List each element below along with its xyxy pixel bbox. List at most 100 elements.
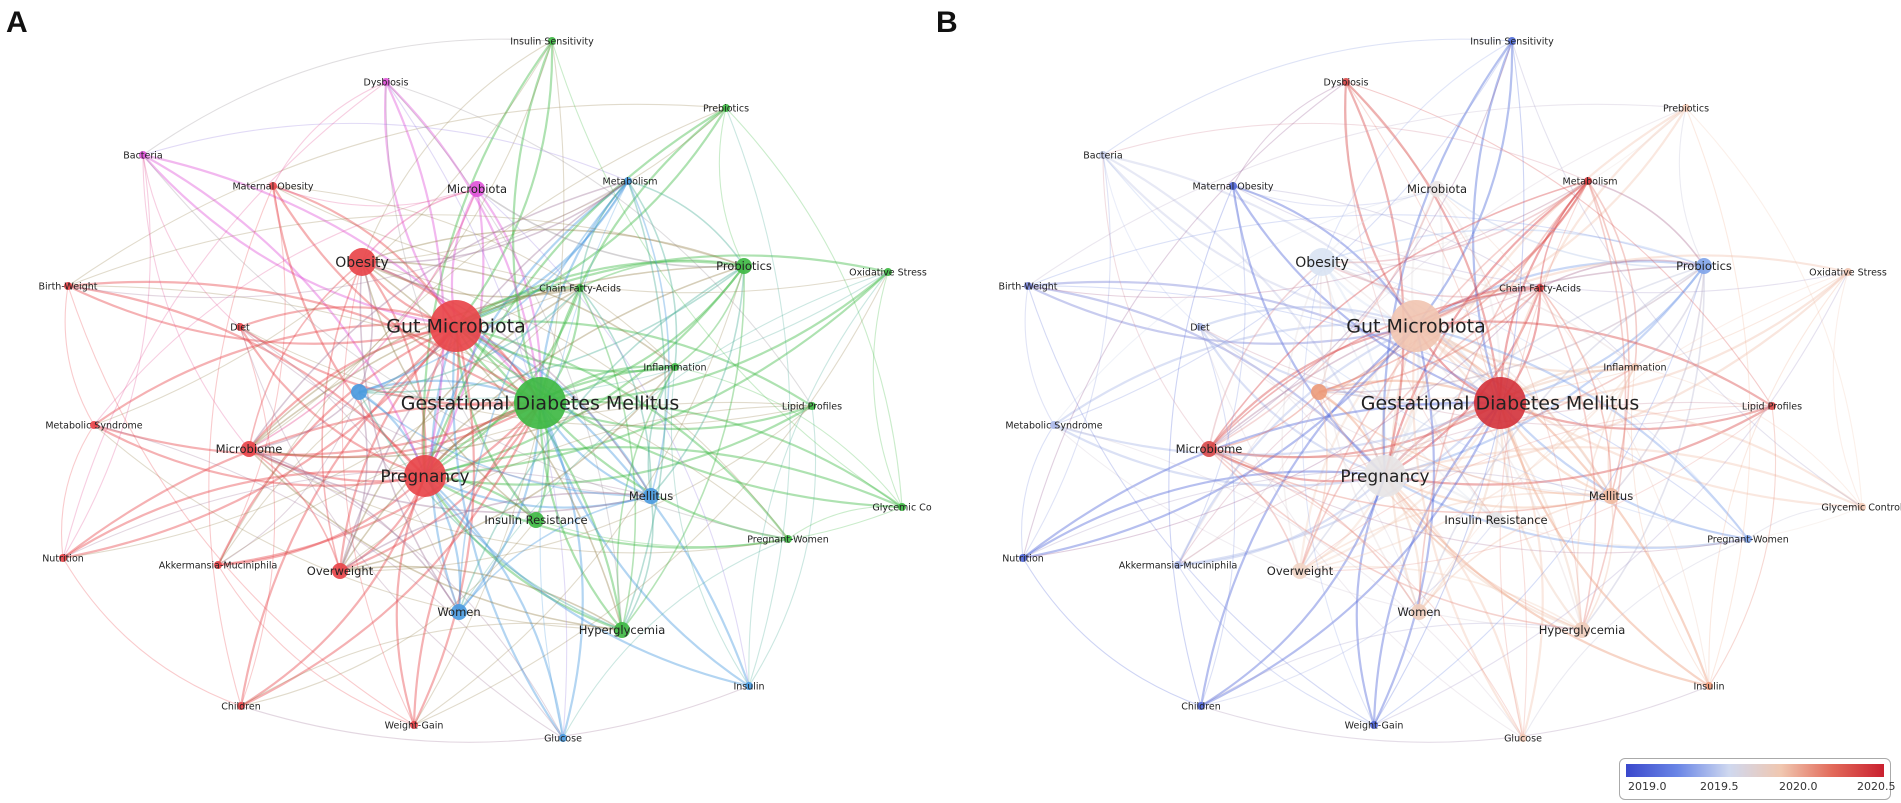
node-label-insul-a: Insulin [733,681,764,692]
edge [1499,180,1589,739]
node-label-diet-b: Diet [1190,322,1210,333]
node-diet-a [236,323,244,331]
edge [424,475,565,739]
edge [452,325,564,739]
node-label-mell-a: Mellitus [629,489,673,503]
node-cfa-a [576,284,584,292]
edge [361,261,652,497]
edge [423,180,629,477]
node-label-gdm-a: Gestational Diabetes Mellitus [401,393,679,415]
edge [538,180,629,404]
edge [424,475,623,632]
edge [1208,448,1612,514]
edge [1418,265,1705,613]
edge [455,325,676,373]
edge [1678,107,1705,267]
edge [1299,265,1705,572]
edge [476,188,745,268]
edge [718,107,745,267]
node-label-akk-a: Akkermansia-Muciniphila [159,560,278,571]
edge [458,180,629,613]
edge [248,180,629,450]
edge [1345,81,1497,521]
edge [1232,185,1438,207]
edge [1208,448,1749,554]
edge [455,180,629,328]
edge [1581,180,1627,631]
node-label-metab-a: Metabolism [603,176,658,187]
edge [1384,475,1525,739]
edge [1321,40,1513,263]
edge [358,271,889,399]
edge [1318,261,1333,393]
edge [358,287,581,393]
node-mbiota-a [469,181,485,197]
edge [725,107,903,508]
node-label-bact-a: Bacteria [123,150,163,161]
edge [1498,180,1589,404]
node-mbio-b [1201,441,1217,457]
edge [248,448,623,631]
edge [538,402,750,687]
edge [455,40,554,327]
edge [339,405,813,572]
edge [361,188,478,263]
edge [1321,261,1749,540]
edge [1299,391,1328,572]
node-glyc-a [898,503,906,511]
node-label-wg-a: Weight-Gain [385,720,444,731]
edge [423,107,727,477]
edge [1415,325,1584,631]
edge [385,81,813,407]
node-label-nutr-a: Nutrition [42,553,84,564]
edge [1231,185,1386,477]
node-metab-a [624,177,632,185]
edge [455,325,624,631]
edge [1382,40,1513,477]
edge [621,495,654,631]
edge [1102,154,1387,477]
edge [539,271,889,405]
edge [1418,180,1589,613]
edge [1384,271,1849,478]
node-label-prob-a: Probiotics [716,259,772,273]
edge [1024,285,1055,426]
edge [413,325,476,726]
edge [339,565,623,631]
edge [1177,475,1386,567]
edge [240,475,427,707]
edge [385,81,537,521]
node-prob-a [736,258,752,274]
edge [535,506,903,548]
edge [358,180,629,393]
node-akk-b [1174,561,1182,569]
edge [359,261,460,613]
node-label-cfa-b: Chain Fatty-Acids [1499,283,1581,294]
edge [248,448,460,613]
edge [579,180,629,289]
edge [272,185,676,368]
legend-tick-2019-5: 2019.5 [1700,780,1739,793]
edge [1415,40,1514,327]
node-overw-b [1292,563,1308,579]
node-label-insul-b: Insulin [1693,681,1724,692]
edge [93,424,426,487]
edge [361,261,427,477]
edge [1412,325,1524,739]
edge [579,287,637,631]
node-label-metsyn-a: Metabolic Syndrome [45,420,142,431]
edge [579,287,652,497]
edge [1208,188,1438,450]
node-metsyn-b [1050,421,1058,429]
node-prob-b [1696,258,1712,274]
edge [142,154,457,328]
node-dysb-b [1342,78,1350,86]
edge [422,40,553,477]
node-ir-a [528,512,544,528]
edge [1319,261,1420,613]
node-insul-a [745,682,753,690]
edge [1587,180,1638,368]
edge [1200,685,1710,743]
edge [1177,564,1375,726]
edge [1199,305,1417,329]
